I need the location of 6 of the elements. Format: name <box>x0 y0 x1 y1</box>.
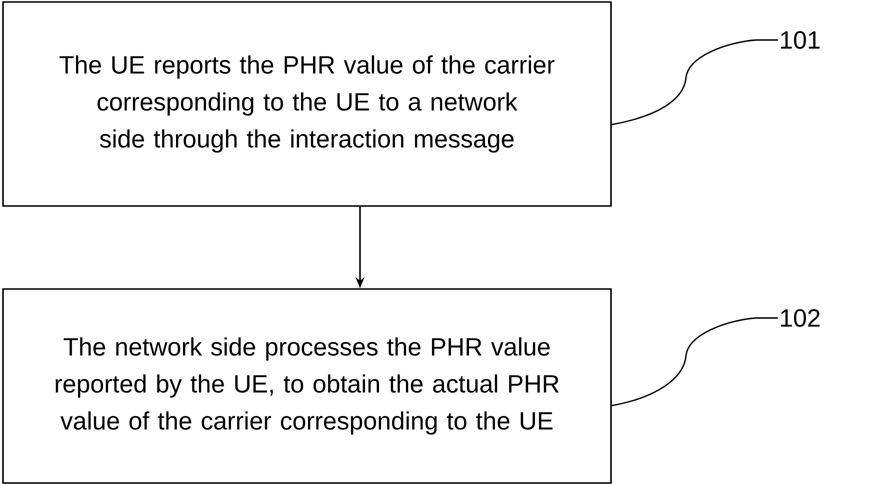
step-number: 101 <box>781 31 820 49</box>
process-box: The UE reports the PHR value of the carrier corresponding to the UE to a network side through the interaction message <box>2 1 612 207</box>
step-number: 102 <box>781 309 820 327</box>
leader-line <box>612 317 778 406</box>
leader-line <box>612 39 778 126</box>
process-box: The network side processes the PHR value reported by the UE, to obtain the actual PHR value of the carrier corresponding to the UE <box>2 288 612 484</box>
